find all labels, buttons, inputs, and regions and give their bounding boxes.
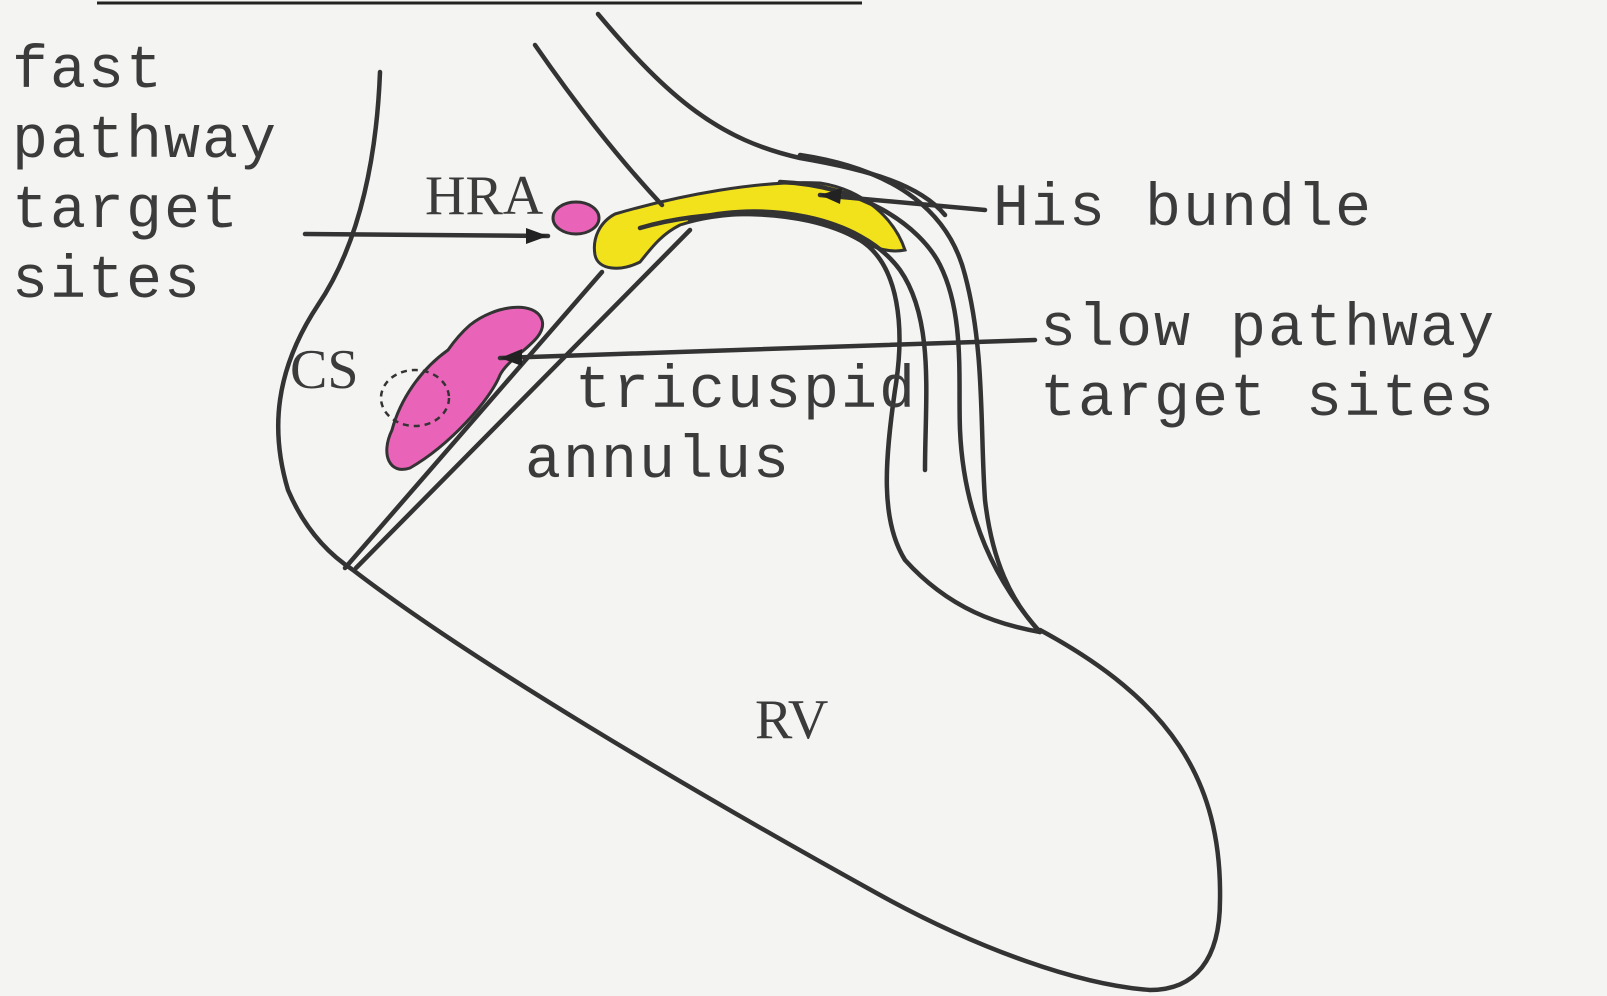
tricuspid-label-1: tricuspid — [575, 362, 917, 422]
rv-label: RV — [755, 692, 828, 748]
hra-target-site — [553, 202, 599, 234]
tricuspid-label-2: annulus — [525, 432, 791, 492]
vessel-line-inner — [535, 45, 662, 205]
slow-pathway-label-2: target sites — [1040, 370, 1496, 430]
fast-pathway-label-1: fast — [12, 42, 164, 102]
fast-pathway-leader — [305, 234, 548, 236]
fast-pathway-label-4: sites — [12, 252, 202, 312]
fast-pathway-label-2: pathway — [12, 112, 278, 172]
fast-pathway-label-3: target — [12, 182, 240, 242]
cs-label: CS — [290, 342, 359, 398]
annulus-line-1 — [345, 272, 602, 568]
hra-label: HRA — [425, 168, 543, 224]
fast-pathway-arrowhead — [526, 228, 548, 244]
slow-pathway-label-1: slow pathway — [1040, 300, 1496, 360]
his-bundle-label: His bundle — [993, 180, 1373, 240]
slow-pathway-region — [387, 307, 543, 469]
